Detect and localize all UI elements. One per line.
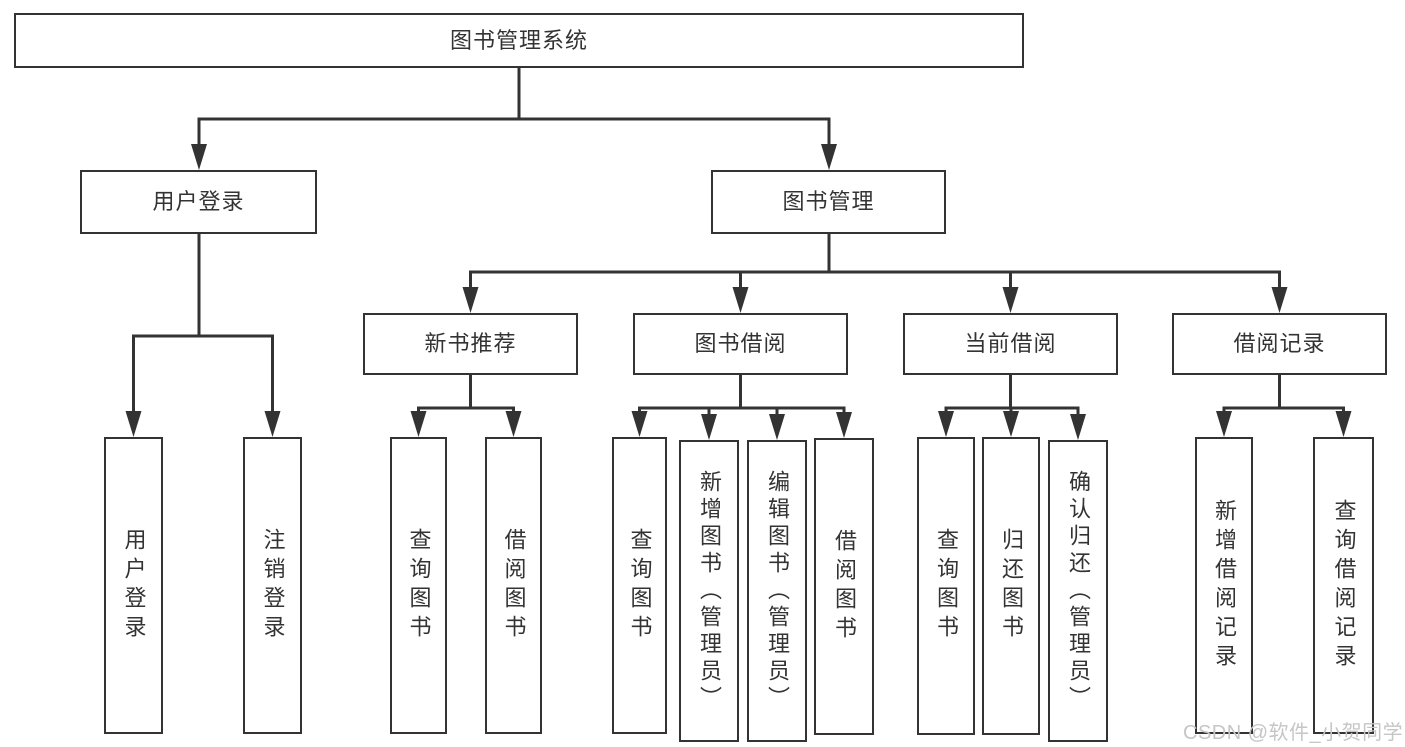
node-borrowing-records: 借阅记录 bbox=[1172, 313, 1387, 375]
node-user-login: 用户登录 bbox=[80, 170, 317, 234]
leaf-current-confirm-return-admin: 确认归还（管理员） bbox=[1048, 440, 1108, 742]
leaf-borrow-add-books-admin: 新增图书（管理员） bbox=[679, 440, 739, 742]
leaf-recommend-query-books: 查询图书 bbox=[390, 437, 447, 734]
leaf-recommend-borrow-books: 借阅图书 bbox=[485, 437, 542, 734]
leaf-current-return-books: 归还图书 bbox=[982, 437, 1040, 735]
leaf-borrow-query-books: 查询图书 bbox=[612, 437, 667, 734]
csdn-watermark: CSDN @软件_小贺同学 bbox=[1183, 722, 1404, 744]
leaf-logout: 注销登录 bbox=[243, 437, 302, 734]
node-new-book-recommend: 新书推荐 bbox=[363, 313, 578, 375]
node-current-borrowing: 当前借阅 bbox=[903, 313, 1118, 375]
node-library-management-system: 图书管理系统 bbox=[14, 13, 1024, 68]
leaf-borrow-borrow-books: 借阅图书 bbox=[814, 438, 874, 735]
leaf-borrow-edit-books-admin: 编辑图书（管理员） bbox=[747, 440, 807, 742]
node-book-management: 图书管理 bbox=[711, 170, 946, 234]
leaf-records-query-borrow-record: 查询借阅记录 bbox=[1313, 437, 1374, 734]
leaf-user-login: 用户登录 bbox=[104, 437, 163, 734]
node-book-borrowing: 图书借阅 bbox=[633, 313, 848, 375]
leaf-records-add-borrow-record: 新增借阅记录 bbox=[1195, 437, 1253, 734]
leaf-current-query-books: 查询图书 bbox=[917, 437, 975, 735]
